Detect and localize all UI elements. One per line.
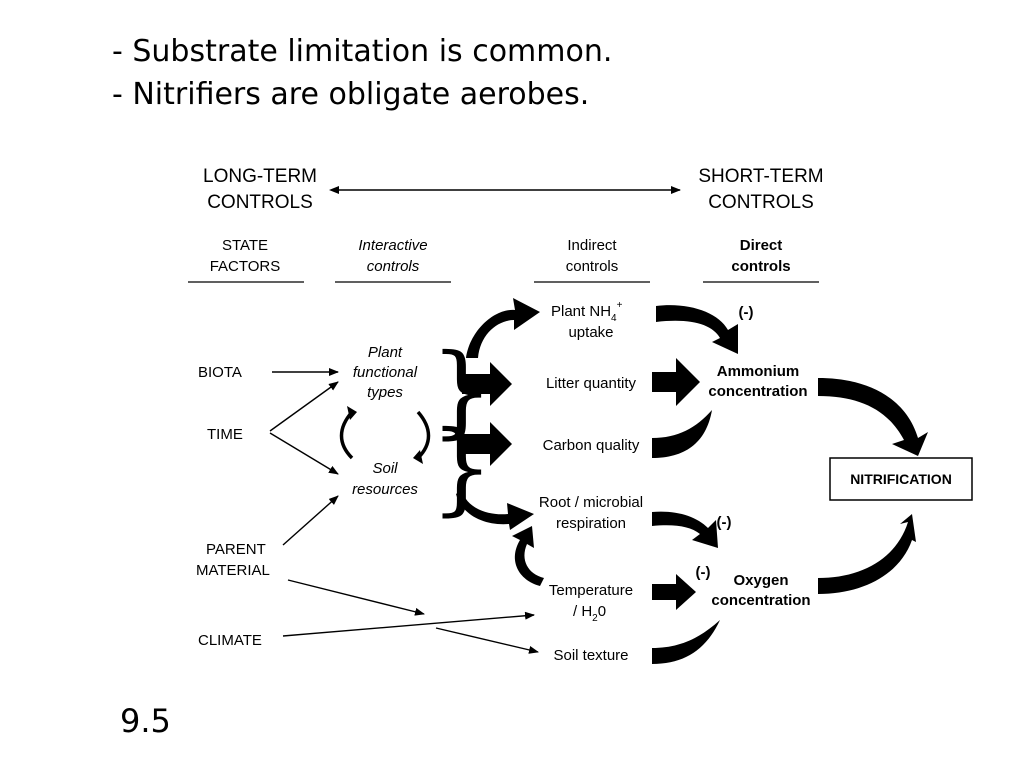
nitrification-box [829,457,973,501]
climate-label: CLIMATE [198,632,262,649]
temperature-line1: Temperature [549,582,633,599]
litter-to-ammonium-arrow [652,358,700,406]
plant-types-line2: functional [353,364,418,381]
short-term-line1: SHORT-TERM [698,166,823,187]
nitrification-label: NITRIFICATION [850,471,952,487]
temperature-to-oxygen-arrow [652,574,696,610]
plant-types-line3: types [367,384,403,401]
plant-uptake-line1: Plant NH4+ [551,300,623,324]
long-term-line1: LONG-TERM [203,166,317,187]
respiration-to-oxygen-arrow [652,511,718,548]
carbon-quality-label: Carbon quality [543,437,640,454]
arrow-to-litter-quantity [462,362,512,406]
litter-quantity-label: Litter quantity [546,375,637,392]
root-respiration-line1: Root / microbial [539,494,643,511]
arrow-to-carbon-quality [462,422,512,466]
parent-material-line1: PARENT [206,541,266,558]
col-state-line1: STATE [222,237,268,254]
col-state-line2: FACTORS [210,258,281,275]
right-feedback-arrow [416,410,431,460]
time-to-soil-arrow [269,432,339,475]
col-direct-line1: Direct [740,237,783,254]
ammonium-line1: Ammonium [717,363,800,380]
oxygen-to-nitrification-arrow [818,514,916,594]
plant-uptake-line2: uptake [568,324,613,341]
short-term-line2: CONTROLS [708,192,814,213]
col-indirect-line2: controls [566,258,619,275]
negative-respiration-effect: (-) [717,514,732,531]
bullet-substrate: - Substrate limitation is common. [112,34,613,69]
negative-uptake-effect: (-) [739,304,754,321]
state-factor-arrows [269,368,539,654]
parent-material-line2: MATERIAL [196,562,270,579]
lower-brace: } [430,409,494,526]
long-term-line2: CONTROLS [207,192,313,213]
slide-number: 9.5 [120,702,171,740]
col-interactive-line2: controls [367,258,420,275]
texture-to-oxygen-arrow [652,620,720,664]
plant-types-line1: Plant [368,344,403,361]
soil-resources-line2: resources [352,481,418,498]
uptake-to-ammonium-arrow [656,305,738,354]
arrow-to-root-respiration [456,490,534,530]
oxygen-line1: Oxygen [733,572,788,589]
col-direct-line2: controls [731,258,790,275]
temperature-line2: / H20 [573,603,606,624]
biota-label: BIOTA [198,364,242,381]
carbon-to-ammonium-arrow [652,410,712,458]
left-feedback-arrow [339,410,354,460]
col-indirect-line1: Indirect [567,237,617,254]
soil-texture-label: Soil texture [553,647,628,664]
arrow-to-plant-uptake [466,298,540,358]
parent-to-temperature-arrow [287,579,425,616]
temperature-to-respiration-arrow [512,526,544,586]
time-to-plant-arrow [269,381,339,432]
ammonium-line2: concentration [708,383,807,400]
climate-to-soil-texture-arrow [435,627,539,654]
ammonium-to-nitrification-arrow [818,378,928,456]
root-respiration-line2: respiration [556,515,626,532]
negative-temperature-effect: (-) [696,564,711,581]
parent-to-soil-arrow [282,495,339,546]
bullet-nitrifiers: - Nitrifiers are obligate aerobes. [112,77,590,112]
oxygen-line2: concentration [711,592,810,609]
bullet-list: - Substrate limitation is common. - Nitr… [112,30,612,116]
soil-resources-line1: Soil [372,460,398,477]
climate-to-temperature-arrow [282,611,535,637]
time-label: TIME [207,426,243,443]
col-interactive-line1: Interactive [358,237,427,254]
